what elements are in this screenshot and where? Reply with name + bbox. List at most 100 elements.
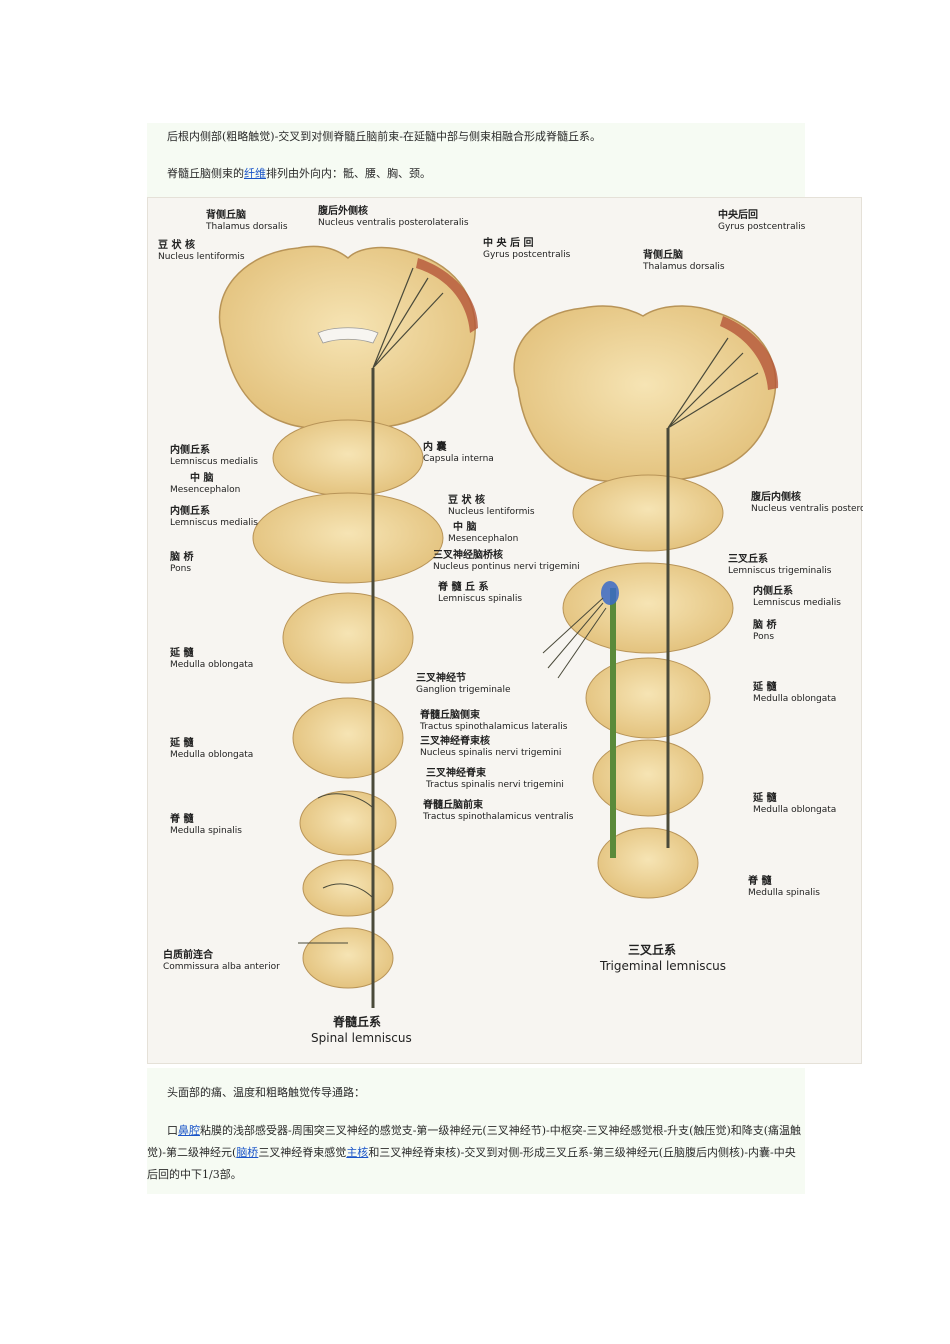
center-label-en-10: Tractus spinalis nervi trigemini: [425, 780, 564, 790]
figure-captions: 脊髓丘系 Spinal lemniscus 三叉丘系 Trigeminal le…: [311, 942, 726, 1045]
left-label-en-8: Medulla spinalis: [170, 826, 242, 836]
right-label-cn-5: 脑 桥: [753, 618, 777, 631]
paragraph-pathway: 口鼻腔粘膜的浅部感受器-周围突三叉神经的感觉支-第一级神经元(三叉神经节)-中枢…: [147, 1120, 805, 1186]
caption-en-spinal: Spinal lemniscus: [311, 1031, 412, 1045]
bottom-text-block: [147, 1068, 805, 1194]
center-label-cn-9: 三叉神经脊束核: [420, 734, 490, 747]
center-label-en-2: Capsula interna: [423, 454, 494, 464]
link-nasal-cavity[interactable]: 鼻腔: [178, 1124, 200, 1137]
center-label-cn-7: 三叉神经节: [416, 671, 466, 684]
right-label-en-6: Medulla oblongata: [753, 694, 836, 704]
link-pons[interactable]: 脑桥: [236, 1146, 259, 1159]
left-label-en-3: Mesencephalon: [170, 485, 240, 495]
right-label-en-0: Gyrus postcentralis: [718, 222, 806, 232]
center-label-cn-4: 中 脑: [453, 520, 476, 533]
center-labels: 腹后外侧核 Nucleus ventralis posterolateralis…: [318, 204, 580, 822]
paragraph-fiber-order: 脊髓丘脑侧束的纤维排列由外向内：骶、腰、胸、颈。: [167, 163, 431, 185]
left-label-cn-4: 内侧丘系: [170, 504, 210, 517]
right-label-cn-2: 腹后内侧核: [751, 490, 801, 503]
center-label-cn-0: 腹后外侧核: [318, 204, 368, 217]
center-label-en-6: Lemniscus spinalis: [438, 594, 522, 604]
center-label-en-0: Nucleus ventralis posterolateralis: [318, 218, 469, 228]
left-cortex-red: [416, 258, 478, 333]
center-label-en-1: Gyrus postcentralis: [483, 250, 571, 260]
left-brain-diagram: [218, 245, 478, 1008]
paragraph-tract-medial: 后根内侧部(粗略触觉)-交叉到对侧脊髓丘脑前束-在延髓中部与侧束相融合形成脊髓丘…: [167, 130, 602, 143]
right-radiation-fibers: [667, 337, 759, 429]
center-label-en-3: Nucleus lentiformis: [448, 507, 535, 517]
left-label-cn-6: 延 髓: [169, 646, 194, 659]
center-label-en-4: Mesencephalon: [448, 534, 518, 544]
top-text-block: [147, 123, 805, 197]
right-label-en-4: Lemniscus medialis: [753, 598, 841, 608]
left-label-en-6: Medulla oblongata: [170, 660, 253, 670]
left-label-en-0: Thalamus dorsalis: [205, 222, 288, 232]
left-label-cn-7: 延 髓: [169, 736, 194, 749]
left-radiation-fibers: [372, 267, 444, 369]
right-label-cn-3: 三叉丘系: [728, 552, 768, 565]
left-labels: 背侧丘脑 Thalamus dorsalis 豆 状 核 Nucleus len…: [158, 208, 288, 972]
left-label-en-9: Commissura alba anterior: [163, 962, 280, 972]
center-label-en-9: Nucleus spinalis nervi trigemini: [420, 748, 561, 758]
left-label-en-5: Pons: [170, 564, 191, 574]
fiber-text-before: 脊髓丘脑侧束的: [167, 167, 244, 180]
right-label-en-8: Medulla spinalis: [748, 888, 820, 898]
right-brain-diagram: [513, 305, 779, 899]
right-label-cn-6: 延 髓: [752, 680, 777, 693]
fiber-text-after: 排列由外向内：骶、腰、胸、颈。: [266, 167, 431, 180]
pathway-text-1: 口: [167, 1124, 178, 1137]
left-label-cn-2: 内侧丘系: [170, 443, 210, 456]
center-label-cn-11: 脊髓丘脑前束: [422, 798, 484, 811]
trigeminal-ganglion: [542, 581, 619, 679]
section-title: 头面部的痛、温度和粗略触觉传导通路：: [167, 1086, 365, 1099]
right-brainstem-segments: [562, 474, 734, 899]
left-label-cn-1: 豆 状 核: [158, 238, 195, 251]
left-label-en-4: Lemniscus medialis: [170, 518, 258, 528]
right-label-en-2: Nucleus ventralis posteromedialis: [751, 504, 863, 514]
right-cortex-red: [720, 316, 779, 390]
center-label-en-7: Ganglion trigeminale: [416, 685, 511, 695]
left-label-cn-3: 中 脑: [190, 471, 213, 484]
center-label-cn-8: 脊髓丘脑侧束: [419, 708, 481, 721]
left-label-en-1: Nucleus lentiformis: [158, 252, 245, 262]
right-cerebral-cortex: [513, 305, 777, 483]
right-label-cn-4: 内侧丘系: [753, 584, 793, 597]
right-label-cn-7: 延 髓: [752, 791, 777, 804]
pathway-text-3: 三叉神经脊束感觉: [258, 1146, 347, 1159]
pathway-text-2: 粘膜的浅部感受器-周围突三叉神经的感觉支-第一级神经元(三叉神经节)-中枢突-三…: [147, 1124, 802, 1159]
center-label-cn-10: 三叉神经脊束: [426, 766, 487, 779]
right-label-en-3: Lemniscus trigeminalis: [728, 566, 832, 576]
figure-svg: 背侧丘脑 Thalamus dorsalis 豆 状 核 Nucleus len…: [158, 204, 863, 1045]
center-label-en-11: Tractus spinothalamicus ventralis: [422, 812, 574, 822]
link-main-nucleus[interactable]: 主核: [346, 1146, 369, 1159]
right-label-en-7: Medulla oblongata: [753, 805, 836, 815]
left-label-cn-5: 脑 桥: [170, 550, 194, 563]
link-fiber[interactable]: 纤维: [244, 167, 266, 180]
right-labels: 中央后回 Gyrus postcentralis 背侧丘脑 Thalamus d…: [642, 208, 863, 898]
center-label-cn-1: 中 央 后 回: [483, 236, 533, 249]
right-label-en-5: Pons: [753, 632, 774, 642]
anatomy-figure: 背侧丘脑 Thalamus dorsalis 豆 状 核 Nucleus len…: [147, 197, 863, 1064]
left-label-cn-0: 背侧丘脑: [206, 208, 246, 221]
left-ventricle: [317, 327, 379, 344]
left-label-cn-9: 白质前连合: [163, 948, 214, 961]
center-label-cn-5: 三叉神经脑桥核: [433, 548, 503, 561]
center-label-cn-3: 豆 状 核: [448, 493, 485, 506]
caption-cn-spinal: 脊髓丘系: [332, 1014, 381, 1029]
center-label-cn-2: 内 囊: [423, 440, 447, 453]
left-cross-fibers: [298, 793, 374, 944]
right-label-cn-8: 脊 髓: [747, 874, 772, 887]
caption-en-trigeminal: Trigeminal lemniscus: [599, 959, 726, 973]
center-label-cn-6: 脊 髓 丘 系: [437, 580, 488, 593]
left-label-en-2: Lemniscus medialis: [170, 457, 258, 467]
pathway-text-4: 和三叉神经脊束核)-交叉到对侧-形成三叉丘系-第三级神经元(丘脑腹后内侧核)-内…: [147, 1146, 796, 1181]
caption-cn-trigeminal: 三叉丘系: [628, 942, 676, 957]
right-label-en-1: Thalamus dorsalis: [642, 262, 725, 272]
center-label-en-8: Tractus spinothalamicus lateralis: [419, 722, 568, 732]
left-label-en-7: Medulla oblongata: [170, 750, 253, 760]
center-label-en-5: Nucleus pontinus nervi trigemini: [433, 562, 580, 572]
left-label-cn-8: 脊 髓: [169, 812, 194, 825]
right-label-cn-0: 中央后回: [718, 208, 758, 221]
left-brainstem-segments: [252, 419, 444, 989]
right-label-cn-1: 背侧丘脑: [643, 248, 683, 261]
